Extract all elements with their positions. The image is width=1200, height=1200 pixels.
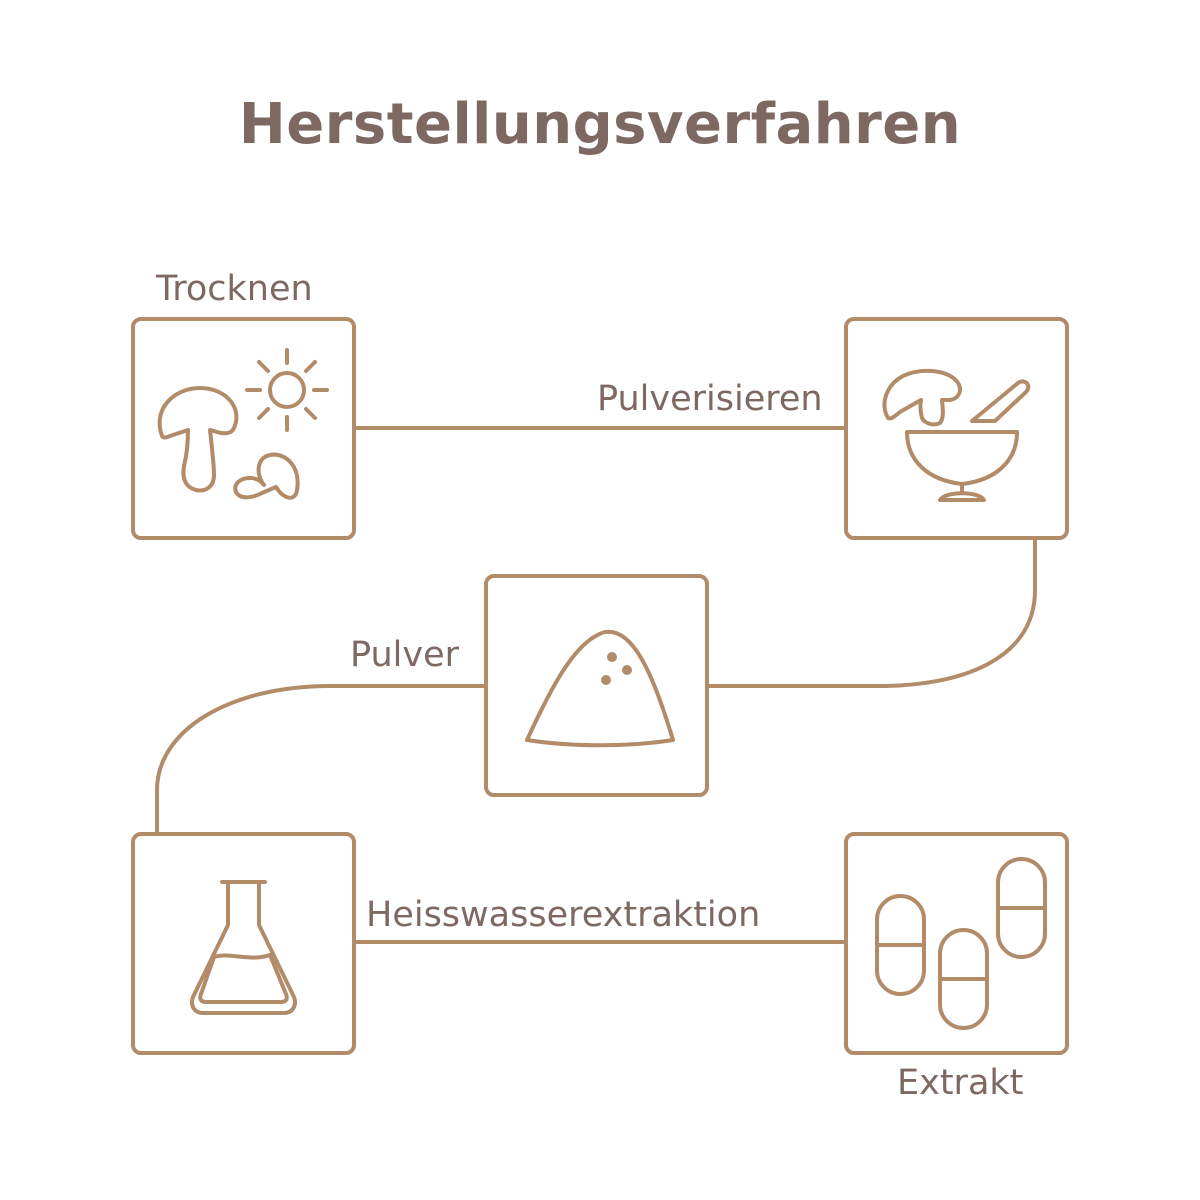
label-pulverisieren: Pulverisieren (597, 379, 823, 419)
mortar-pestle-icon (882, 368, 1031, 502)
step-box-extraktion (131, 832, 356, 1055)
label-heisswasserextraktion: Heisswasserextraktion (366, 895, 761, 935)
capsules-icon (875, 857, 1047, 1030)
step-box-extrakt (844, 832, 1069, 1055)
connector-pulverisieren-pulver (705, 536, 1037, 688)
step-box-pulver (484, 574, 709, 797)
label-trocknen: Trocknen (156, 269, 313, 309)
label-pulver: Pulver (350, 635, 460, 675)
step-box-pulverisieren (844, 317, 1069, 540)
mushrooms-sun-icon (157, 348, 329, 500)
flask-icon (190, 880, 297, 1015)
page-title: Herstellungsverfahren (238, 92, 962, 157)
powder-pile-icon (525, 629, 675, 748)
step-box-trocknen (131, 317, 356, 540)
label-extrakt: Extrakt (897, 1063, 1024, 1103)
connector-pulver-extraktion (155, 684, 487, 835)
